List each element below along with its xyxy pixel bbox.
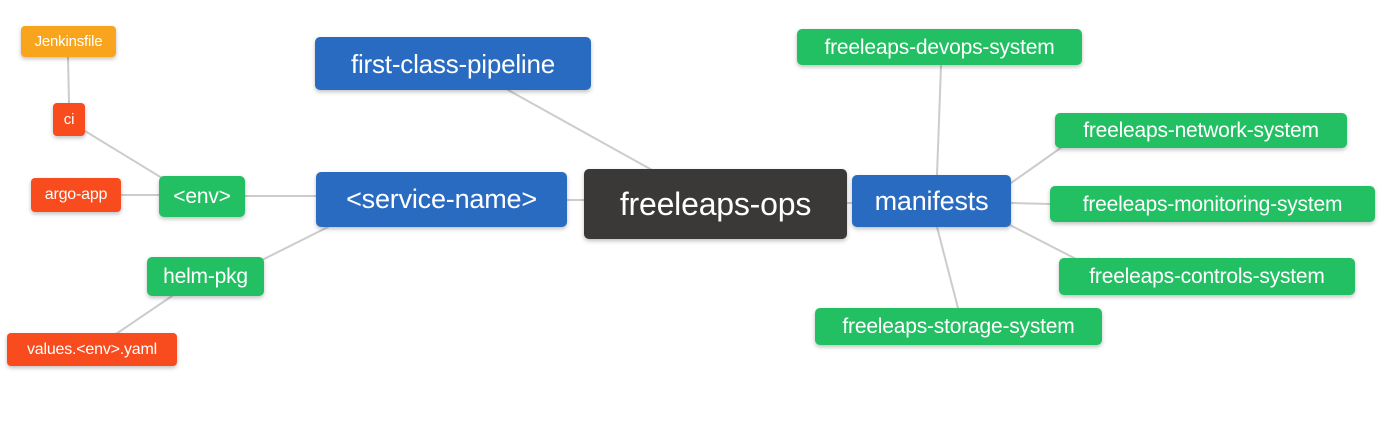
node-freeleaps-storage-system[interactable]: freeleaps-storage-system — [815, 308, 1102, 345]
node-argo-app-label: argo-app — [44, 186, 108, 203]
node-argo-app[interactable]: argo-app — [31, 178, 121, 212]
edge-root-first-class-pipeline — [507, 89, 653, 171]
node-first-class-pipeline[interactable]: first-class-pipeline — [315, 37, 591, 90]
edge-manifests-network — [1010, 146, 1063, 184]
node-freeleaps-controls-system-label: freeleaps-controls-system — [1089, 265, 1325, 288]
edge-env-ci — [84, 130, 163, 179]
node-manifests-label: manifests — [874, 185, 989, 216]
node-freeleaps-ops-root[interactable]: freeleaps-ops — [584, 169, 847, 239]
node-helm-pkg[interactable]: helm-pkg — [147, 257, 264, 296]
node-env-label: <env> — [173, 185, 231, 208]
node-values-env-yaml[interactable]: values.<env>.yaml — [7, 333, 177, 366]
edge-manifests-controls — [1009, 224, 1079, 261]
edge-manifests-devops — [936, 65, 942, 176]
node-freeleaps-ops-label: freeleaps-ops — [619, 186, 812, 222]
node-service-name[interactable]: <service-name> — [316, 172, 567, 227]
node-freeleaps-devops-system[interactable]: freeleaps-devops-system — [797, 29, 1082, 65]
node-jenkinsfile[interactable]: Jenkinsfile — [21, 26, 116, 57]
node-helm-pkg-label: helm-pkg — [163, 265, 248, 288]
edge-manifests-monitoring — [1010, 202, 1051, 205]
node-freeleaps-devops-system-label: freeleaps-devops-system — [824, 35, 1055, 59]
node-jenkinsfile-label: Jenkinsfile — [34, 33, 103, 50]
node-freeleaps-network-system[interactable]: freeleaps-network-system — [1055, 113, 1347, 148]
node-ci-label: ci — [63, 111, 75, 128]
edge-service-name-helm-pkg — [261, 226, 329, 261]
edge-helm-pkg-values — [115, 295, 173, 335]
edge-manifests-storage — [936, 226, 959, 309]
node-values-env-yaml-label: values.<env>.yaml — [26, 340, 157, 358]
node-freeleaps-controls-system[interactable]: freeleaps-controls-system — [1059, 258, 1355, 295]
node-service-name-label: <service-name> — [346, 184, 537, 214]
node-freeleaps-monitoring-system-label: freeleaps-monitoring-system — [1082, 192, 1343, 216]
node-freeleaps-network-system-label: freeleaps-network-system — [1083, 119, 1319, 142]
node-first-class-pipeline-label: first-class-pipeline — [350, 48, 556, 79]
node-manifests[interactable]: manifests — [852, 175, 1011, 227]
node-env[interactable]: <env> — [159, 176, 245, 217]
edge-ci-jenkinsfile — [67, 56, 70, 104]
node-freeleaps-storage-system-label: freeleaps-storage-system — [842, 315, 1075, 338]
node-freeleaps-monitoring-system[interactable]: freeleaps-monitoring-system — [1050, 186, 1375, 222]
node-ci[interactable]: ci — [53, 103, 85, 136]
